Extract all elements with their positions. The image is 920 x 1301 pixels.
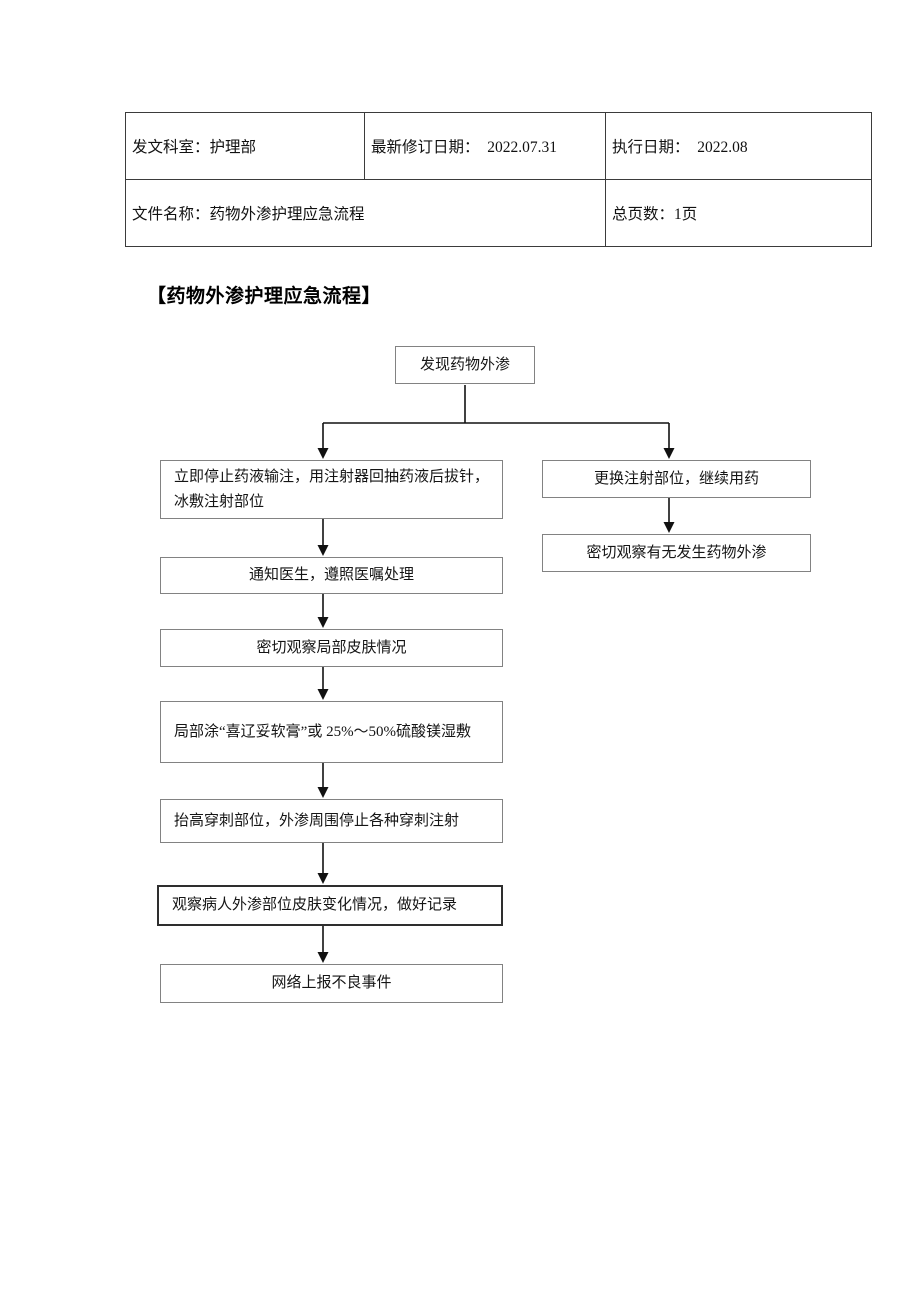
document-header-table: 发文科室：护理部 最新修订日期： 2022.07.31 执行日期： 2022.0… bbox=[125, 112, 872, 247]
flow-node-change-site: 更换注射部位，继续用药 bbox=[542, 460, 811, 498]
arrowhead bbox=[663, 522, 675, 533]
file-name-cell: 文件名称：药物外渗护理应急流程 bbox=[125, 179, 606, 247]
arrowhead bbox=[317, 617, 329, 628]
flow-node-record-changes: 观察病人外渗部位皮肤变化情况，做好记录 bbox=[157, 885, 503, 926]
flow-node-observe-skin: 密切观察局部皮肤情况 bbox=[160, 629, 503, 667]
header-table-row2: 文件名称：药物外渗护理应急流程 总页数：1页 bbox=[125, 179, 872, 247]
arrowhead bbox=[663, 448, 675, 459]
revision-date-cell: 最新修订日期： 2022.07.31 bbox=[364, 112, 606, 180]
total-pages-cell: 总页数：1页 bbox=[605, 179, 872, 247]
exec-date-cell: 执行日期： 2022.08 bbox=[605, 112, 872, 180]
arrowhead bbox=[317, 448, 329, 459]
arrowhead bbox=[317, 952, 329, 963]
dept-cell: 发文科室：护理部 bbox=[125, 112, 365, 180]
arrowhead bbox=[317, 787, 329, 798]
flow-node-stop-infusion: 立即停止药液输注，用注射器回抽药液后拔针，冰敷注射部位 bbox=[160, 460, 503, 519]
section-title: 【药物外渗护理应急流程】 bbox=[147, 286, 382, 307]
arrowhead bbox=[317, 689, 329, 700]
flow-node-start: 发现药物外渗 bbox=[395, 346, 535, 384]
header-table-row1: 发文科室：护理部 最新修订日期： 2022.07.31 执行日期： 2022.0… bbox=[125, 112, 872, 180]
arrowhead bbox=[317, 545, 329, 556]
flow-node-notify-doctor: 通知医生，遵照医嘱处理 bbox=[160, 557, 503, 594]
flow-node-apply-ointment: 局部涂“喜辽妥软膏”或 25%～50%硫酸镁湿敷 bbox=[160, 701, 503, 763]
flow-node-report-event: 网络上报不良事件 bbox=[160, 964, 503, 1003]
flow-node-elevate-site: 抬高穿刺部位，外渗周围停止各种穿刺注射 bbox=[160, 799, 503, 843]
arrowhead bbox=[317, 873, 329, 884]
flow-node-watch-recurrence: 密切观察有无发生药物外渗 bbox=[542, 534, 811, 572]
